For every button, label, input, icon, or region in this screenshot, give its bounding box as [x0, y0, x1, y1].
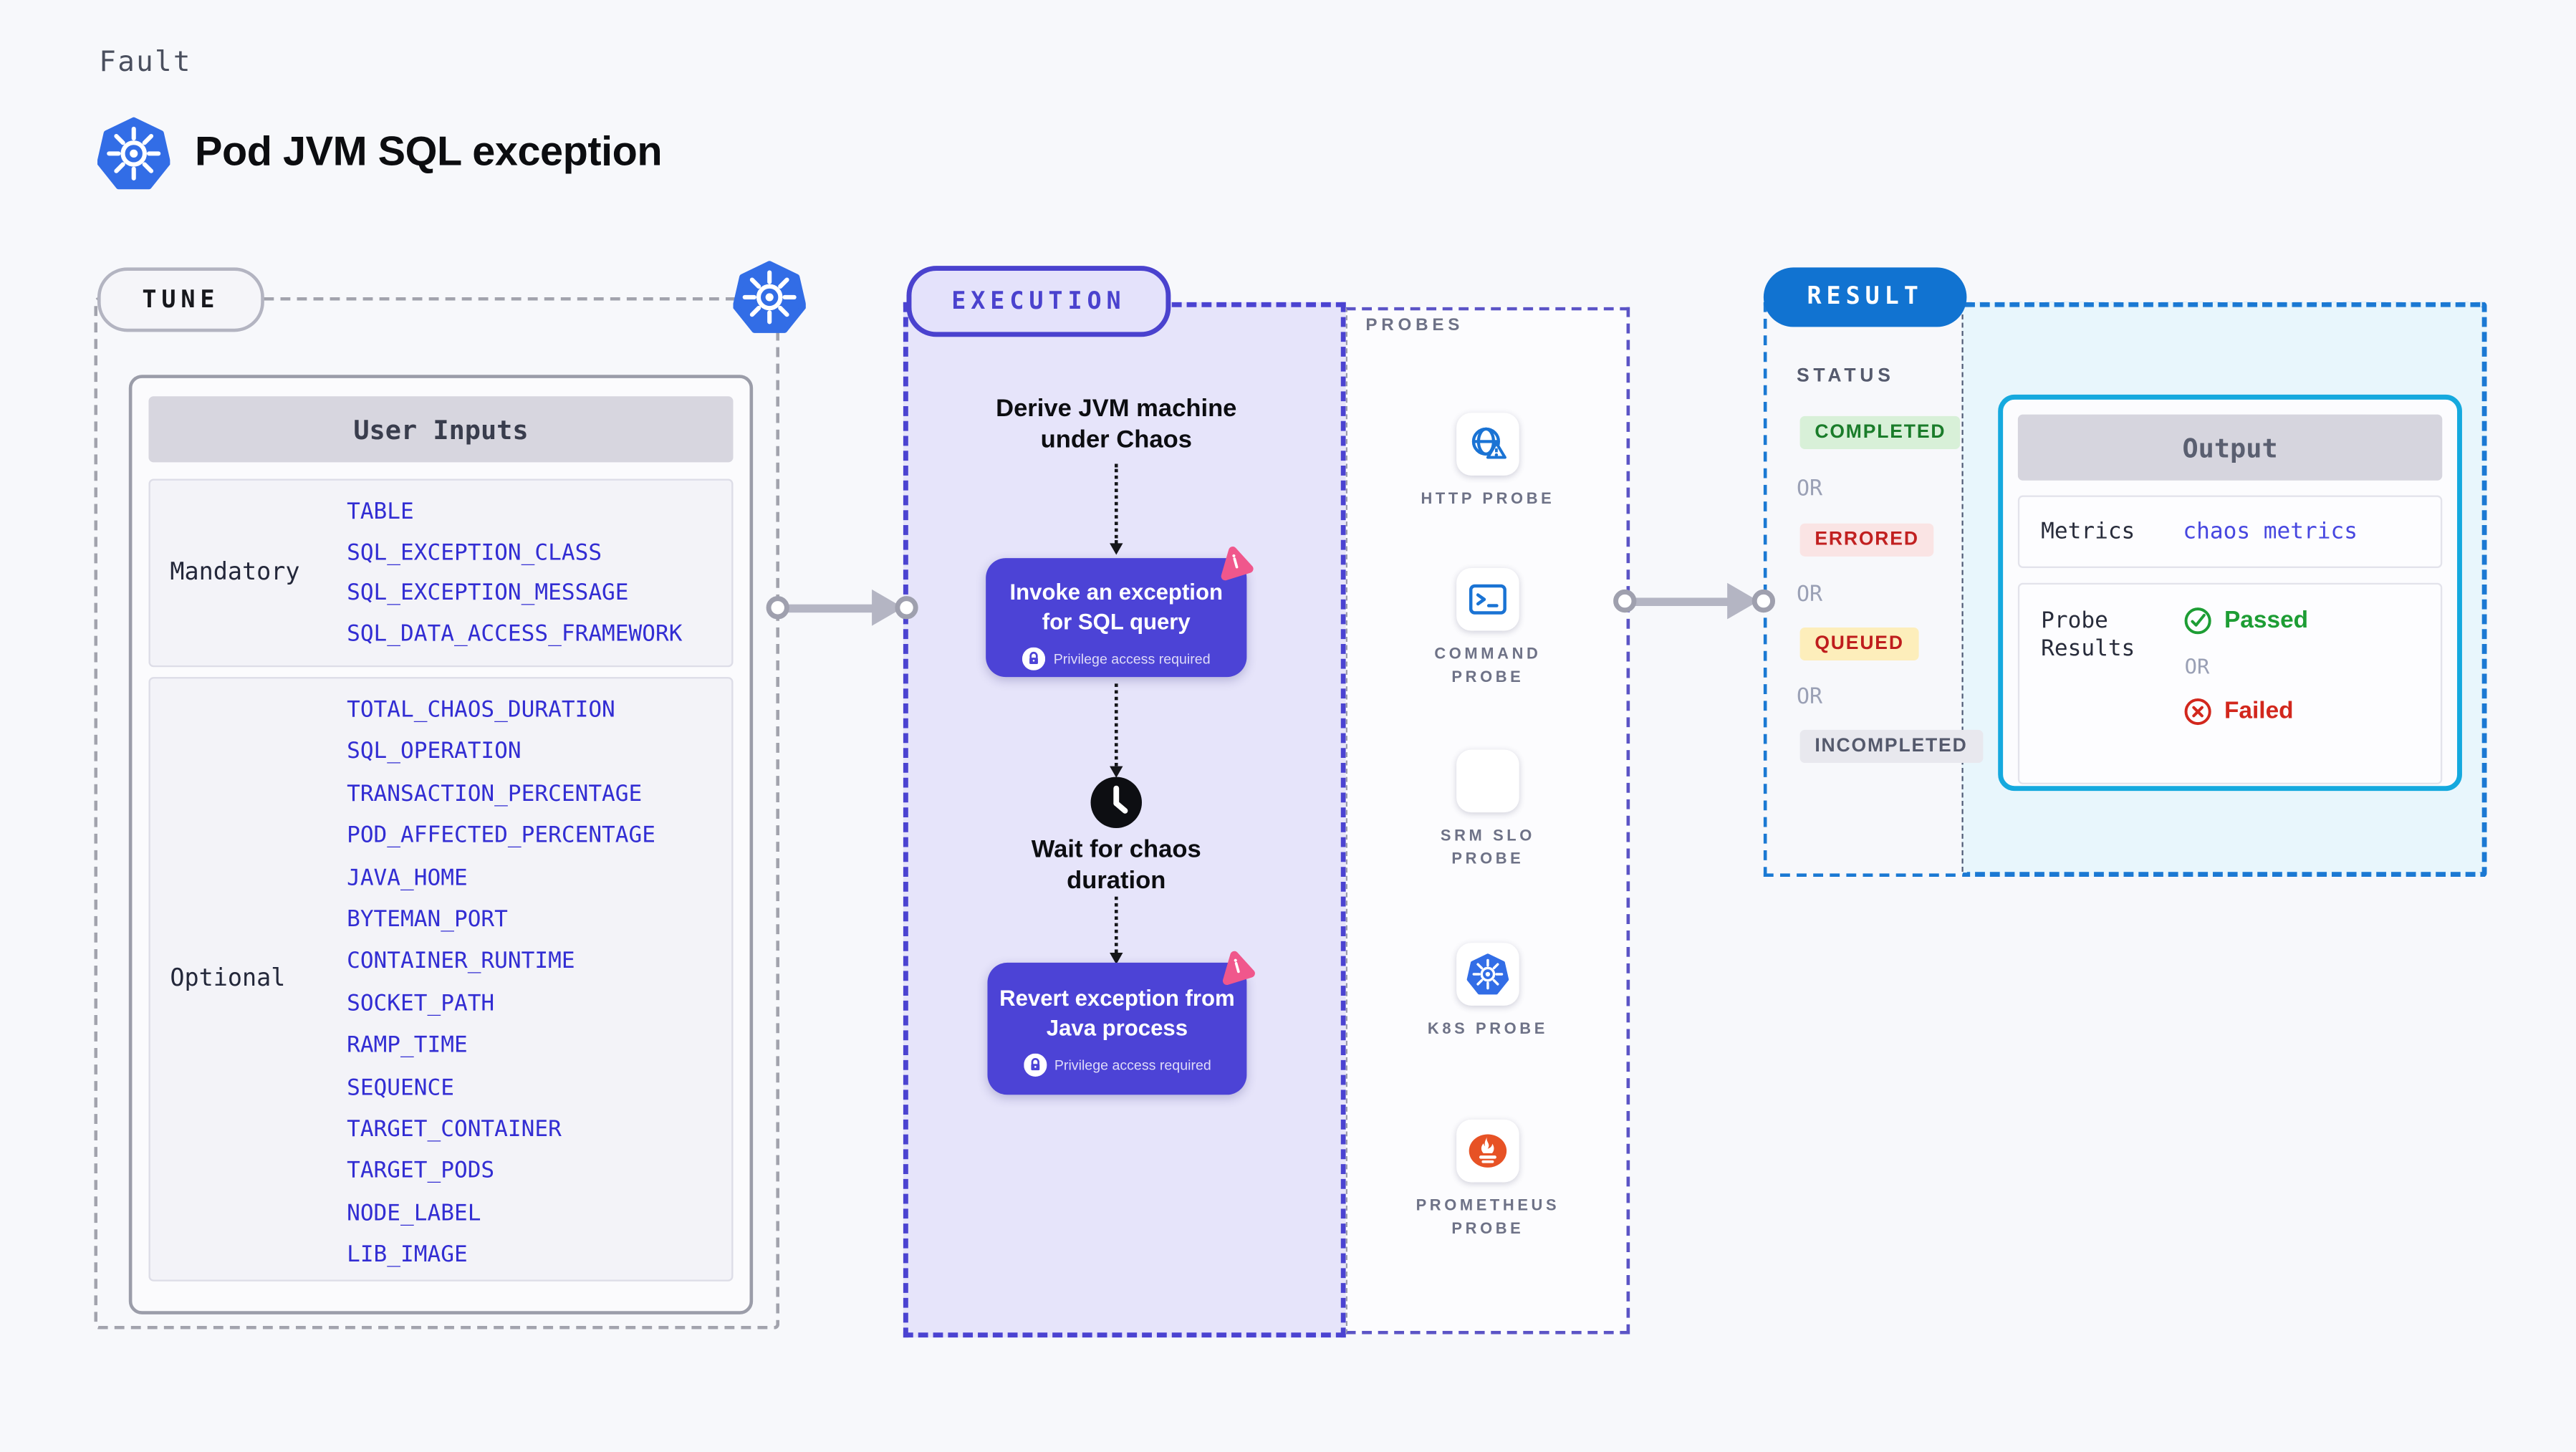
- mandatory-label: Mandatory: [170, 559, 300, 587]
- metrics-row: Metrics chaos metrics: [2017, 495, 2443, 568]
- connector-node: [895, 596, 918, 620]
- param-pod-affected-percentage: POD_AFFECTED_PERCENTAGE: [347, 822, 655, 850]
- kubernetes-icon: [1466, 953, 1509, 996]
- passed-label: Passed: [2224, 607, 2309, 635]
- http-probe-card: [1456, 413, 1519, 476]
- param-transaction-percentage: TRANSACTION_PERCENTAGE: [347, 780, 643, 807]
- probes-title: PROBES: [1365, 315, 1464, 335]
- connector-node: [766, 596, 789, 620]
- metrics-label: Metrics: [2041, 517, 2135, 544]
- param-target-container: TARGET_CONTAINER: [347, 1116, 562, 1143]
- revert-exception-step: Revert exception from Java process Privi…: [987, 962, 1247, 1095]
- lock-icon: [1023, 1054, 1046, 1077]
- connector-node: [1613, 589, 1637, 613]
- execution-to-result-arrow-line: [1625, 597, 1731, 605]
- user-inputs-header: User Inputs: [148, 396, 734, 463]
- param-socket-path: SOCKET_PATH: [347, 990, 495, 1017]
- lock-icon: [1022, 648, 1045, 670]
- param-byteman-port: BYTEMAN_PORT: [347, 906, 508, 933]
- probe-results-row: Probe Results Passed OR Failed: [2017, 582, 2443, 784]
- param-sql-exception-message: SQL_EXCEPTION_MESSAGE: [347, 580, 629, 606]
- result-pill: RESULT: [1763, 267, 1967, 327]
- status-badge-completed: COMPLETED: [1799, 415, 1961, 449]
- param-table: TABLE: [347, 499, 414, 526]
- srm-slo-probe-card: [1456, 749, 1519, 813]
- param-sql-operation: SQL_OPERATION: [347, 739, 522, 766]
- passed-check-icon: [2183, 606, 2212, 635]
- failed-label: Failed: [2224, 698, 2294, 725]
- kubernetes-icon: [97, 115, 170, 191]
- tune-pill: TUNE: [97, 267, 264, 332]
- k8s-probe-card: [1456, 943, 1519, 1006]
- command-probe-label: COMMAND PROBE: [1434, 645, 1542, 686]
- page-title: Pod JVM SQL exception: [195, 128, 663, 176]
- slo-gauge-icon: [1466, 759, 1509, 802]
- tune-panel: [94, 297, 780, 1330]
- output-header: Output: [2017, 414, 2443, 481]
- globe-alert-icon: [1466, 423, 1509, 466]
- optional-params-box: Optional TOTAL_CHAOS_DURATION SQL_OPERAT…: [148, 677, 734, 1282]
- invoke-step-text: Invoke an exception for SQL query: [1009, 580, 1223, 635]
- probes-panel: [1345, 307, 1630, 1335]
- kubernetes-icon: [733, 259, 805, 335]
- param-sql-data-access-framework: SQL_DATA_ACCESS_FRAMEWORK: [347, 620, 683, 647]
- param-lib-image: LIB_IMAGE: [347, 1242, 468, 1269]
- param-ramp-time: RAMP_TIME: [347, 1032, 468, 1059]
- privilege-note: Privilege access required: [1053, 650, 1211, 668]
- prometheus-icon: [1466, 1130, 1509, 1173]
- srm-slo-probe-label: SRM SLO PROBE: [1440, 827, 1535, 868]
- terminal-icon: [1466, 578, 1509, 621]
- param-sequence: SEQUENCE: [347, 1074, 454, 1101]
- param-target-pods: TARGET_PODS: [347, 1158, 495, 1185]
- param-total-chaos-duration: TOTAL_CHAOS_DURATION: [347, 696, 615, 723]
- command-probe-card: [1456, 567, 1519, 631]
- flow-arrow-down: [1108, 463, 1123, 555]
- status-badge-queued: QUEUED: [1799, 627, 1919, 661]
- http-probe-label: HTTP PROBE: [1421, 490, 1555, 509]
- prometheus-probe-label: PROMETHEUS PROBE: [1416, 1197, 1560, 1238]
- user-inputs-card: User Inputs Mandatory TABLE SQL_EXCEPTIO…: [128, 375, 754, 1314]
- output-card: Output Metrics chaos metrics Probe Resul…: [1998, 394, 2462, 792]
- optional-label: Optional: [170, 966, 286, 993]
- connector-node: [1751, 589, 1776, 613]
- param-node-label: NODE_LABEL: [347, 1200, 481, 1227]
- probe-results-label: Probe Results: [2041, 607, 2135, 663]
- param-java-home: JAVA_HOME: [347, 865, 468, 891]
- k8s-probe-label: K8S PROBE: [1427, 1020, 1548, 1039]
- status-badge-incompleted: INCOMPLETED: [1799, 729, 1983, 763]
- prometheus-probe-card: [1456, 1119, 1519, 1183]
- chaos-badge-icon: [1219, 949, 1258, 989]
- wait-step-text: Wait for chaos duration: [1031, 835, 1201, 895]
- revert-step-text: Revert exception from Java process: [999, 986, 1235, 1041]
- tune-to-execution-arrow-line: [777, 603, 878, 612]
- invoke-exception-step: Invoke an exception for SQL query Privil…: [986, 558, 1247, 678]
- failed-x-icon: [2183, 697, 2212, 726]
- flow-arrow-down: [1108, 683, 1123, 778]
- or-separator: OR: [1796, 477, 1823, 502]
- or-separator: OR: [2184, 653, 2210, 679]
- chaos-badge-icon: [1217, 545, 1256, 585]
- or-separator: OR: [1796, 582, 1823, 608]
- status-label: STATUS: [1796, 366, 1895, 387]
- flow-arrow-down: [1108, 896, 1123, 965]
- mandatory-params-box: Mandatory TABLE SQL_EXCEPTION_CLASS SQL_…: [148, 479, 734, 668]
- status-badge-errored: ERRORED: [1799, 523, 1934, 557]
- privilege-note: Privilege access required: [1054, 1057, 1211, 1074]
- execution-pill: EXECUTION: [906, 266, 1171, 337]
- derive-step-text: Derive JVM machine under Chaos: [996, 394, 1237, 454]
- param-sql-exception-class: SQL_EXCEPTION_CLASS: [347, 539, 602, 566]
- fault-eyebrow: Fault: [99, 46, 192, 80]
- clock-icon: [1090, 776, 1143, 829]
- or-separator: OR: [1796, 685, 1823, 711]
- param-container-runtime: CONTAINER_RUNTIME: [347, 948, 575, 976]
- metrics-value: chaos metrics: [2183, 518, 2358, 545]
